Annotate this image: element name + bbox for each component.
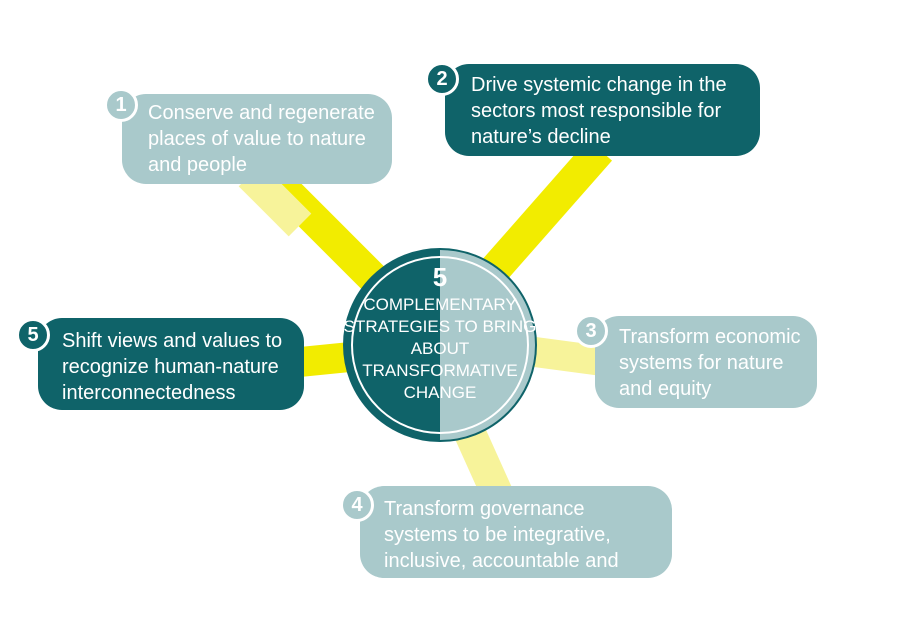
center-circle-inner-ring: [351, 256, 529, 434]
center-circle-ring: [343, 248, 537, 442]
strategy-box-3: Transform economic systems for nature an…: [595, 316, 817, 408]
strategy-3-badge: 3: [574, 314, 608, 348]
strategy-box-1: Conserve and regenerate places of value …: [122, 94, 392, 184]
strategy-2-badge: 2: [425, 62, 459, 96]
center-circle-dark-half: [344, 249, 440, 441]
strategy-5-badge: 5: [16, 318, 50, 352]
strategy-box-4: Transform governance systems to be integ…: [360, 486, 672, 598]
strategy-box-2: Drive systemic change in the sectors mos…: [445, 64, 760, 156]
strategy-4-badge: 4: [340, 488, 374, 522]
strategy-1-text: Conserve and regenerate places of value …: [148, 102, 375, 176]
strategy-3-text: Transform economic systems for nature an…: [619, 326, 801, 400]
center-number: 5: [432, 262, 448, 292]
center-circle-light-half: [440, 249, 536, 441]
strategy-1-badge: 1: [104, 88, 138, 122]
center-title: 5 COMPLEMENTARY STRATEGIES TO BRING ABOU…: [340, 262, 540, 432]
strategy-2-text: Drive systemic change in the sectors mos…: [471, 74, 727, 148]
center-label: COMPLEMENTARY STRATEGIES TO BRING ABOUT …: [343, 295, 537, 402]
strategy-box-5: Shift views and values to recognize huma…: [38, 318, 304, 410]
strategy-5-text: Shift views and values to recognize huma…: [62, 330, 283, 404]
strategy-4-text: Transform governance systems to be integ…: [384, 498, 619, 598]
